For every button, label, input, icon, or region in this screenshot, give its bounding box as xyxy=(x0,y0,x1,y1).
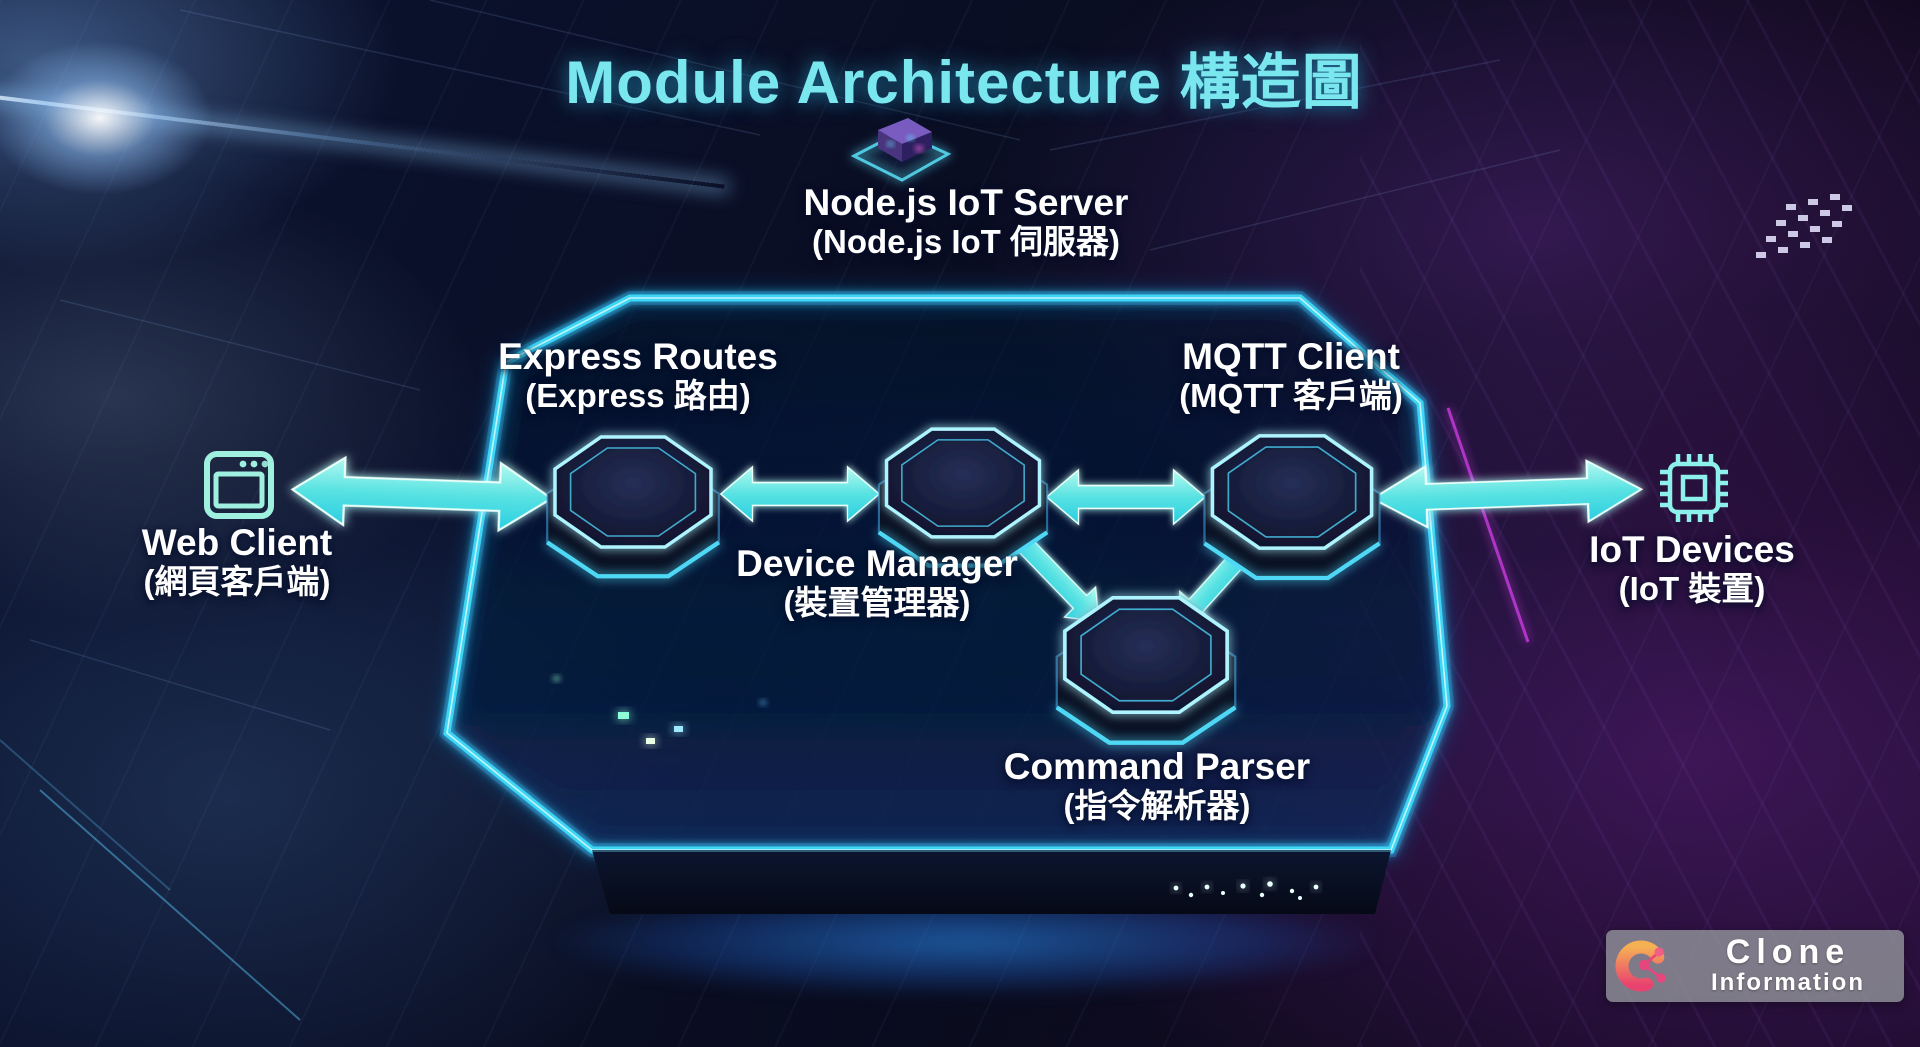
magenta-trace xyxy=(1446,407,1530,643)
label-mqtt-en: MQTT Client xyxy=(1182,336,1400,377)
label-iot-en: IoT Devices xyxy=(1589,529,1795,570)
label-iot-devices: IoT Devices (IoT 裝置) xyxy=(1589,529,1795,609)
label-device-zh: (裝置管理器) xyxy=(783,584,971,622)
browser-window-icon xyxy=(204,451,274,519)
watermark-line2: Information xyxy=(1711,969,1865,997)
label-web-en: Web Client xyxy=(141,522,333,563)
label-node-server-en: Node.js IoT Server xyxy=(803,182,1129,223)
circuit-lines xyxy=(29,0,1561,731)
decorative-chip-icon xyxy=(850,118,952,182)
board-chips xyxy=(553,676,766,744)
clone-logo-icon xyxy=(1615,940,1667,992)
node-command-octagon xyxy=(1057,598,1235,743)
label-web-client: Web Client (網頁客戶端) xyxy=(142,522,333,602)
label-node-server-zh: (Node.js IoT 伺服器) xyxy=(811,223,1120,261)
solder-pad-grid xyxy=(1756,194,1852,258)
label-node-server: Node.js IoT Server (Node.js IoT 伺服器) xyxy=(804,182,1129,262)
label-express-en: Express Routes xyxy=(498,336,778,377)
label-device-en: Device Manager xyxy=(736,543,1018,584)
node-mqtt-octagon xyxy=(1204,436,1379,578)
page-title: Module Architecture 構造圖 xyxy=(565,49,1363,116)
label-command-en: Command Parser xyxy=(1003,746,1311,787)
label-command-parser: Command Parser (指令解析器) xyxy=(1004,746,1310,826)
node-express-octagon xyxy=(547,437,719,576)
watermark-line1: Clone xyxy=(1725,933,1851,972)
label-iot-zh: (IoT 裝置) xyxy=(1618,570,1766,608)
label-mqtt-client: MQTT Client (MQTT 客戶端) xyxy=(1179,336,1403,416)
label-express-zh: (Express 路由) xyxy=(525,377,751,415)
watermark-text: Clone Information xyxy=(1672,935,1904,997)
platform-led-dots xyxy=(1173,881,1319,900)
label-device-manager: Device Manager (裝置管理器) xyxy=(736,543,1018,623)
neon-floor-lines xyxy=(0,739,301,1021)
label-command-zh: (指令解析器) xyxy=(1063,787,1251,825)
label-express-routes: Express Routes (Express 路由) xyxy=(498,336,778,416)
watermark-badge: Clone Information xyxy=(1606,930,1904,1002)
chip-icon xyxy=(1660,454,1728,522)
label-mqtt-zh: (MQTT 客戶端) xyxy=(1179,377,1403,415)
label-web-zh: (網頁客戶端) xyxy=(143,563,331,601)
